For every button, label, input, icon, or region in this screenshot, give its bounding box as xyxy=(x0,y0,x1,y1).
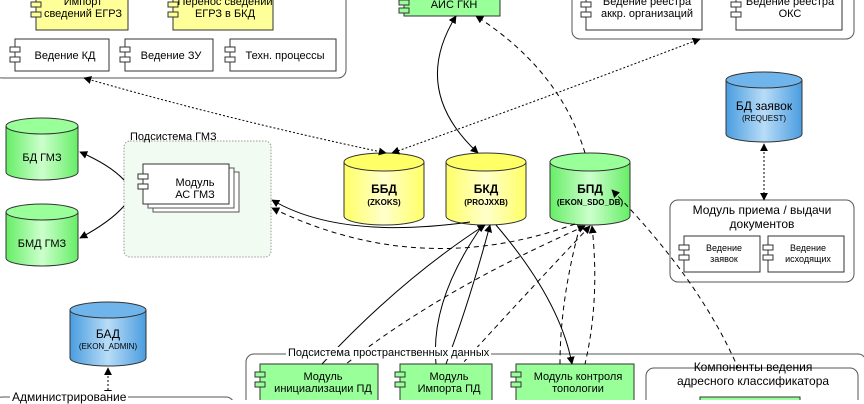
edge-bkd-topology xyxy=(495,224,575,365)
tech-processes-component[interactable] xyxy=(224,38,337,72)
edge-topleft-bbd xyxy=(83,76,387,156)
reception-title: Модуль приема / выдачи документов xyxy=(692,203,832,231)
ais-gkn-component[interactable] xyxy=(398,0,501,17)
accr-registry-component[interactable] xyxy=(580,0,703,31)
admin-title: Администрирование xyxy=(10,390,129,404)
bd-gmz-database[interactable] xyxy=(5,117,79,181)
edge-aisgkn-bkd xyxy=(436,15,479,154)
import-pd-label: Модуль Импорта ПД xyxy=(417,371,481,395)
outgoing-component[interactable] xyxy=(762,235,845,273)
zayavok-label: Ведение заявок xyxy=(705,243,743,264)
edge-bpd-topology xyxy=(584,225,597,365)
edge-bpd-topology-2 xyxy=(559,225,581,365)
edge-bpd-import xyxy=(461,225,591,365)
bd-zayavok-sub: (REQUEST) xyxy=(742,114,786,123)
bbd-name: ББД xyxy=(371,182,397,196)
bad-database[interactable] xyxy=(69,301,147,367)
zayavok-component[interactable] xyxy=(678,235,761,273)
bad-sub: (EKON_ADMIN) xyxy=(78,342,138,351)
kd-component[interactable] xyxy=(9,38,110,72)
gmz-module-component[interactable] xyxy=(137,163,240,213)
import-egrz-label: Импорт сведений ЕГРЗ xyxy=(43,0,123,20)
bad-name: БАД xyxy=(95,327,121,341)
bbd-database[interactable] xyxy=(343,152,425,226)
address-title: Компоненты ведения адресного классификат… xyxy=(676,360,830,388)
import-egrz-component[interactable] xyxy=(30,0,129,31)
accr-label: Ведение реестра аккр. организаций xyxy=(600,0,694,20)
zu-label: Ведение ЗУ xyxy=(140,50,202,62)
ais-gkn-label: АИС ГКН xyxy=(430,0,478,11)
topology-component[interactable] xyxy=(510,363,635,400)
bd-gmz-label: БД ГМЗ xyxy=(22,152,62,164)
transfer-egrz-component[interactable] xyxy=(167,0,274,31)
tech-label: Техн. процессы xyxy=(245,50,325,62)
edge-bkd-init xyxy=(321,224,486,365)
edge-topright-bbd xyxy=(391,37,701,155)
edge-bpd-gmz xyxy=(271,207,576,249)
gmz-title: Подсистема ГМЗ xyxy=(130,131,217,143)
bd-zayavok-name: БД заявок xyxy=(735,99,793,113)
bkd-database[interactable] xyxy=(445,152,527,226)
init-pd-label: Модуль инициализации ПД xyxy=(274,371,372,395)
edge-bpd-address xyxy=(611,189,739,369)
bmd-gmz-database[interactable] xyxy=(5,203,79,267)
gmz-module-label: Модуль АС ГМЗ xyxy=(175,177,215,201)
address-components-box xyxy=(645,367,859,400)
bd-zayavok-database[interactable] xyxy=(725,71,803,143)
oks-label: Ведение реестра ОКС xyxy=(745,0,835,20)
init-pd-component[interactable] xyxy=(254,363,379,400)
bbd-sub: (ZKOKS) xyxy=(367,198,401,207)
spatial-title: Подсистема пространственных данных xyxy=(286,347,492,359)
kd-label: Ведение КД xyxy=(34,50,96,62)
edge-gmz-bkd xyxy=(271,199,471,229)
oks-registry-component[interactable] xyxy=(730,0,843,31)
edge-bdgmz-gmz xyxy=(79,151,125,181)
bpd-database[interactable] xyxy=(549,152,631,226)
transfer-egrz-label: Перенос сведений ЕГРЗ в БКД xyxy=(177,0,273,20)
bmd-gmz-label: БМД ГМЗ xyxy=(17,238,67,250)
zu-component[interactable] xyxy=(119,38,214,72)
edge-bpd-aisgkn xyxy=(475,15,586,154)
edge-bpd-init xyxy=(345,225,586,365)
bpd-name: БПД xyxy=(577,182,603,196)
bpd-sub: (EKON_SDO_DB) xyxy=(556,198,624,207)
topology-label: Модуль контроля топологии xyxy=(533,371,623,395)
bkd-sub: (PROJXXB) xyxy=(464,198,508,207)
bkd-name: БКД xyxy=(473,182,499,196)
outgoing-label: Ведение исходящих xyxy=(785,243,831,264)
edge-bmdgmz-gmz xyxy=(79,205,125,239)
